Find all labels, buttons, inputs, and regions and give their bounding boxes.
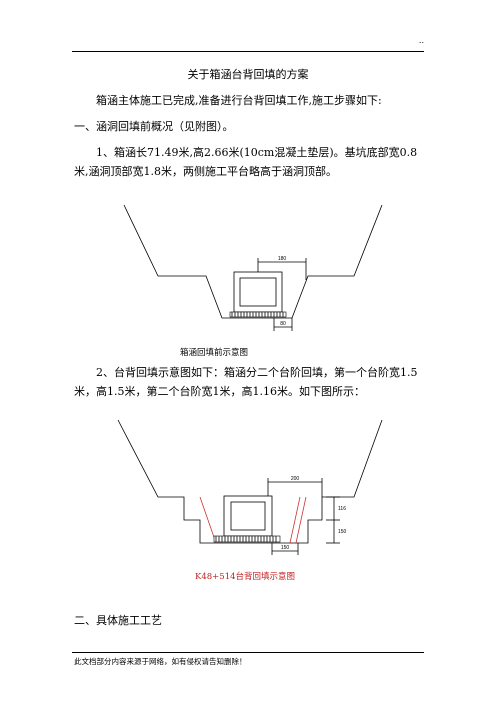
fig2-culvert-inner bbox=[230, 501, 266, 531]
fig2-dim-top: 200 bbox=[291, 476, 300, 482]
figure-1-caption: 箱涵回填前示意图 bbox=[180, 348, 249, 358]
section-1-heading: 一、涵洞回填前概况（见附图）。 bbox=[74, 120, 234, 133]
fig1-cushion-hatch bbox=[231, 312, 284, 317]
fig2-dim-bottom: 150 bbox=[281, 545, 290, 551]
fig2-ground-outline bbox=[117, 419, 383, 544]
fig2-backfill-lines bbox=[199, 496, 307, 544]
header-rule bbox=[72, 51, 424, 52]
footer-rule bbox=[72, 652, 424, 653]
header-dots: .. bbox=[418, 36, 424, 45]
fig1-ground-outline bbox=[123, 204, 383, 319]
figure-2-caption: K48+514台背回填示意图 bbox=[195, 572, 296, 582]
fig2-cushion-hatch bbox=[215, 536, 277, 542]
footer-note: 此文档部分内容来源于网络，如有侵权请告知删除！ bbox=[74, 657, 247, 666]
fig2-dim-side-upper: 116 bbox=[338, 506, 346, 512]
section-2-heading: 二、具体施工工艺 bbox=[74, 614, 162, 627]
fig1-culvert-inner bbox=[239, 277, 277, 307]
fig1-dim-bottom: 80 bbox=[280, 321, 286, 327]
document-title: 关于箱涵台背回填的方案 bbox=[187, 68, 309, 81]
fig1-dim-top: 180 bbox=[278, 256, 287, 262]
paragraph-1: 1、箱涵长71.49米,高2.66米(10cm混凝土垫层)。基坑底部宽0.8米,… bbox=[74, 146, 418, 178]
intro-paragraph: 箱涵主体施工已完成,准备进行台背回填工作,施工步骤如下: bbox=[96, 94, 382, 107]
paragraph-2: 2、台背回填示意图如下：箱涵分二个台阶回填，第一个台阶宽1.5米，高1.5米，第… bbox=[74, 366, 418, 398]
fig2-dim-side-lower: 150 bbox=[338, 529, 347, 535]
